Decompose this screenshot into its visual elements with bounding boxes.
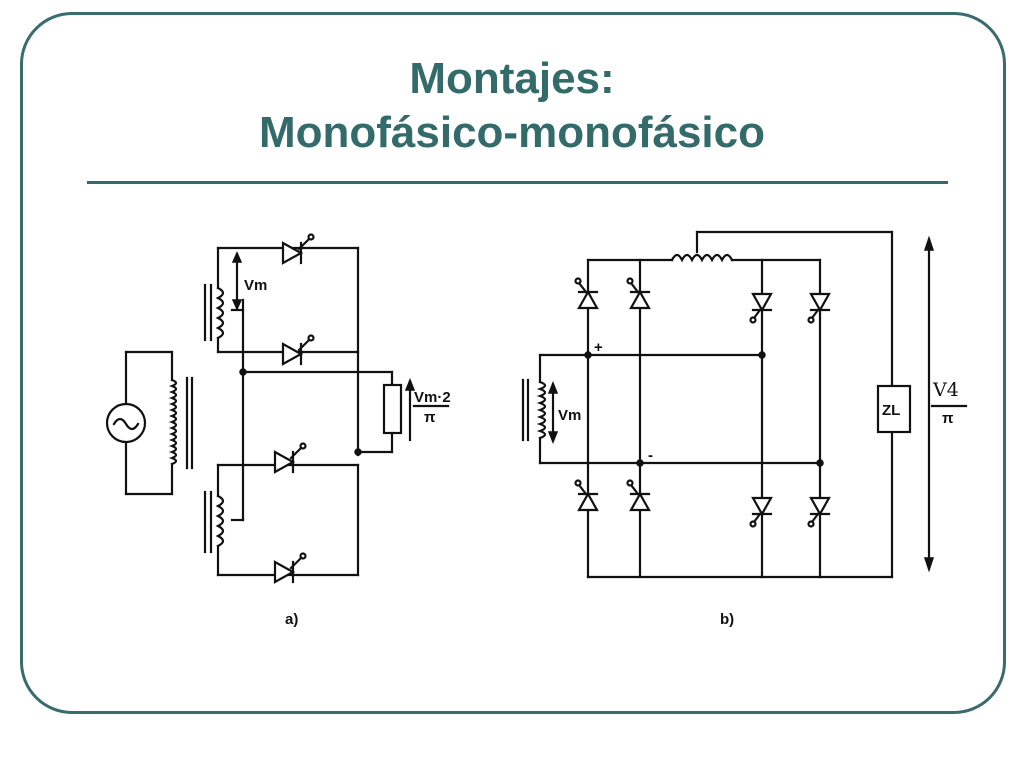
primary-winding (168, 376, 194, 470)
vm-label-a: Vm (244, 277, 267, 294)
plus-label: + (594, 339, 603, 356)
thyristor-b3 (749, 292, 773, 324)
ac-source-icon (105, 402, 147, 444)
thyristor-b7 (749, 496, 773, 528)
caption-a: a) (285, 611, 298, 628)
title-line-2: Monofásico-monofásico (258, 108, 766, 157)
thyristor-b6 (626, 479, 651, 512)
load-label: ZL (882, 402, 900, 419)
thyristor-b5 (574, 479, 599, 512)
thyristor-b4 (807, 292, 831, 324)
output-numerator-b: V4 (932, 379, 959, 401)
vm-arrow-b (547, 380, 559, 445)
load-resistor-a (382, 383, 403, 435)
thyristor-b2 (626, 277, 651, 310)
title-divider (87, 181, 948, 184)
thyristor-b8 (807, 496, 831, 528)
thyristor-2 (281, 334, 315, 366)
slide-frame (20, 12, 1006, 714)
title-line-1: Montajes: (409, 54, 615, 103)
thyristor-b1 (574, 277, 599, 310)
minus-label: - (648, 447, 653, 464)
source-winding-b (521, 353, 547, 465)
vm-arrow-a (231, 251, 243, 311)
output-numerator-a: Vm·2 (414, 389, 451, 406)
ac-source-loop (124, 350, 174, 496)
inductor (670, 253, 734, 263)
slide-title: Montajes: Monofásico-monofásico (0, 52, 1024, 160)
caption-b: b) (720, 611, 734, 628)
vm-label-b: Vm (558, 407, 581, 424)
output-arrow-b (923, 235, 935, 573)
thyristor-4 (273, 552, 307, 584)
diagram-b: Vm + - ZL V4 π b) (521, 230, 968, 628)
load-impedance-b (876, 384, 912, 434)
output-denominator-a: π (424, 409, 436, 426)
thyristor-3 (273, 442, 307, 474)
diagram-a: Vm Vm·2 π a) (105, 233, 451, 628)
lower-secondary-winding (203, 463, 225, 577)
upper-secondary-winding (203, 246, 225, 354)
output-denominator-b: π (942, 410, 954, 427)
